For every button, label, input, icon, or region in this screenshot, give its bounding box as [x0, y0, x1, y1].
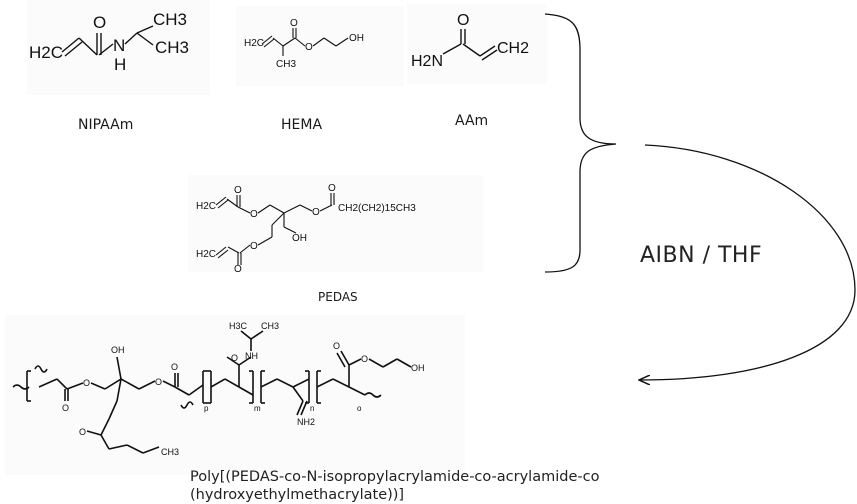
product-o-left-ester: O	[83, 378, 90, 388]
nipaam-ch3a: CH3	[153, 10, 187, 29]
product-nh: NH	[245, 351, 258, 361]
product-nh2: NH2	[297, 417, 315, 427]
product-o-ester: O	[333, 341, 340, 351]
product-structure: H3C CH3 NH O NH2 O O OH OH O O O O O CH3…	[12, 321, 425, 457]
pedas-o-bottom-ester: O	[250, 241, 258, 252]
curly-brace	[544, 13, 617, 273]
product-ch3: CH3	[261, 321, 279, 331]
pedas-oh: OH	[292, 233, 307, 244]
hema-label: HEMA	[281, 117, 323, 133]
nipaam-n: N	[113, 36, 125, 55]
pedas-h2c-top: H2C	[196, 201, 216, 212]
aam-structure: O H2N CH2	[411, 12, 529, 70]
nipaam-h2c: H2C	[29, 43, 63, 62]
aam-structure-panel: O H2N CH2	[407, 4, 547, 84]
pedas-structure-panel: H2C O O O O CH2(CH2)15CH3 OH O H2C O	[188, 175, 483, 275]
hema-o-carbonyl: O	[290, 18, 298, 29]
product-subscript-p: p	[204, 404, 209, 413]
pedas-structure: H2C O O O O CH2(CH2)15CH3 OH O H2C O	[196, 183, 416, 275]
pedas-chain: CH2(CH2)15CH3	[338, 203, 416, 214]
pedas-o-bottom-carbonyl: O	[234, 264, 242, 272]
product-oh-hema: OH	[411, 363, 425, 373]
nipaam-ch3b: CH3	[155, 38, 189, 57]
product-structure-panel: H3C CH3 NH O NH2 O O OH OH O O O O O CH3…	[5, 315, 465, 475]
product-subscript-o: o	[357, 404, 362, 413]
aam-h2n: H2N	[411, 53, 443, 70]
nipaam-label: NIPAAm	[78, 117, 134, 133]
hema-h2c: H2C	[244, 38, 264, 49]
product-o-pendant: O	[79, 427, 86, 437]
nipaam-h: H	[114, 55, 126, 74]
reagent-label: AIBN / THF	[640, 243, 763, 268]
hema-o-ester: O	[305, 42, 313, 53]
product-caption-line1: Poly[(PEDAS-co-N-isopropylacrylamide-co-…	[190, 469, 600, 485]
pedas-o-top-carbonyl: O	[234, 185, 242, 196]
nipaam-structure-panel: H2C O N H CH3 CH3	[27, 0, 210, 95]
pedas-o-right-ester: O	[312, 207, 320, 218]
product-o-right-carbonyl: O	[171, 362, 178, 372]
nipaam-o: O	[93, 13, 106, 32]
hema-oh: OH	[349, 33, 364, 44]
pedas-h2c-bottom: H2C	[196, 249, 216, 260]
product-o-hema-ester: O	[361, 354, 368, 364]
aam-o: O	[457, 12, 469, 29]
product-o-amide: O	[231, 353, 238, 363]
pedas-o-top-ester: O	[250, 209, 258, 220]
aam-label: AAm	[455, 113, 489, 129]
pedas-o-right-carbonyl: O	[328, 183, 336, 194]
nipaam-structure: H2C O N H CH3 CH3	[29, 10, 189, 74]
aam-ch2: CH2	[497, 40, 529, 57]
product-ch3-tail: CH3	[161, 447, 179, 457]
hema-structure-panel: H2C O O OH CH3	[236, 6, 404, 86]
product-h3c: H3C	[229, 321, 248, 331]
product-subscript-m: m	[254, 404, 261, 413]
pedas-label: PEDAS	[318, 290, 358, 304]
hema-ch3: CH3	[276, 59, 296, 70]
product-o-right-ester: O	[155, 377, 162, 387]
product-subscript-n: n	[310, 404, 314, 413]
product-caption-line2: (hydroxyethylmethacrylate))]	[190, 487, 405, 503]
product-oh-core: OH	[111, 345, 125, 355]
hema-structure: H2C O O OH CH3	[244, 18, 364, 70]
product-o-left-carbonyl: O	[62, 403, 69, 413]
